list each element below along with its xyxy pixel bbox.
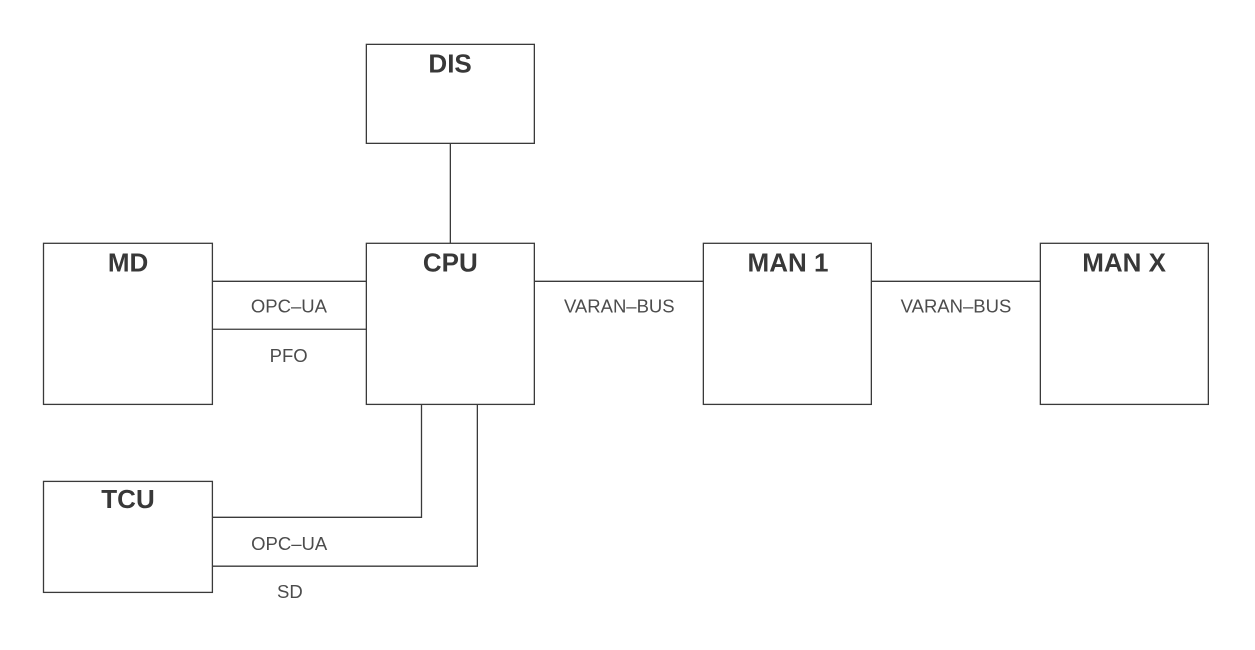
svg-text:DIS: DIS xyxy=(428,48,471,78)
svg-text:MD: MD xyxy=(108,247,148,277)
svg-text:OPC–UA: OPC–UA xyxy=(251,296,328,317)
svg-text:MAN 1: MAN 1 xyxy=(748,247,829,277)
svg-text:OPC–UA: OPC–UA xyxy=(251,533,328,554)
svg-text:PFO: PFO xyxy=(270,345,308,366)
svg-text:SD: SD xyxy=(277,581,303,602)
svg-text:TCU: TCU xyxy=(101,484,154,514)
svg-text:VARAN–BUS: VARAN–BUS xyxy=(901,295,1012,316)
svg-text:CPU: CPU xyxy=(423,247,478,277)
svg-text:VARAN–BUS: VARAN–BUS xyxy=(564,295,675,316)
svg-text:MAN X: MAN X xyxy=(1082,247,1166,277)
